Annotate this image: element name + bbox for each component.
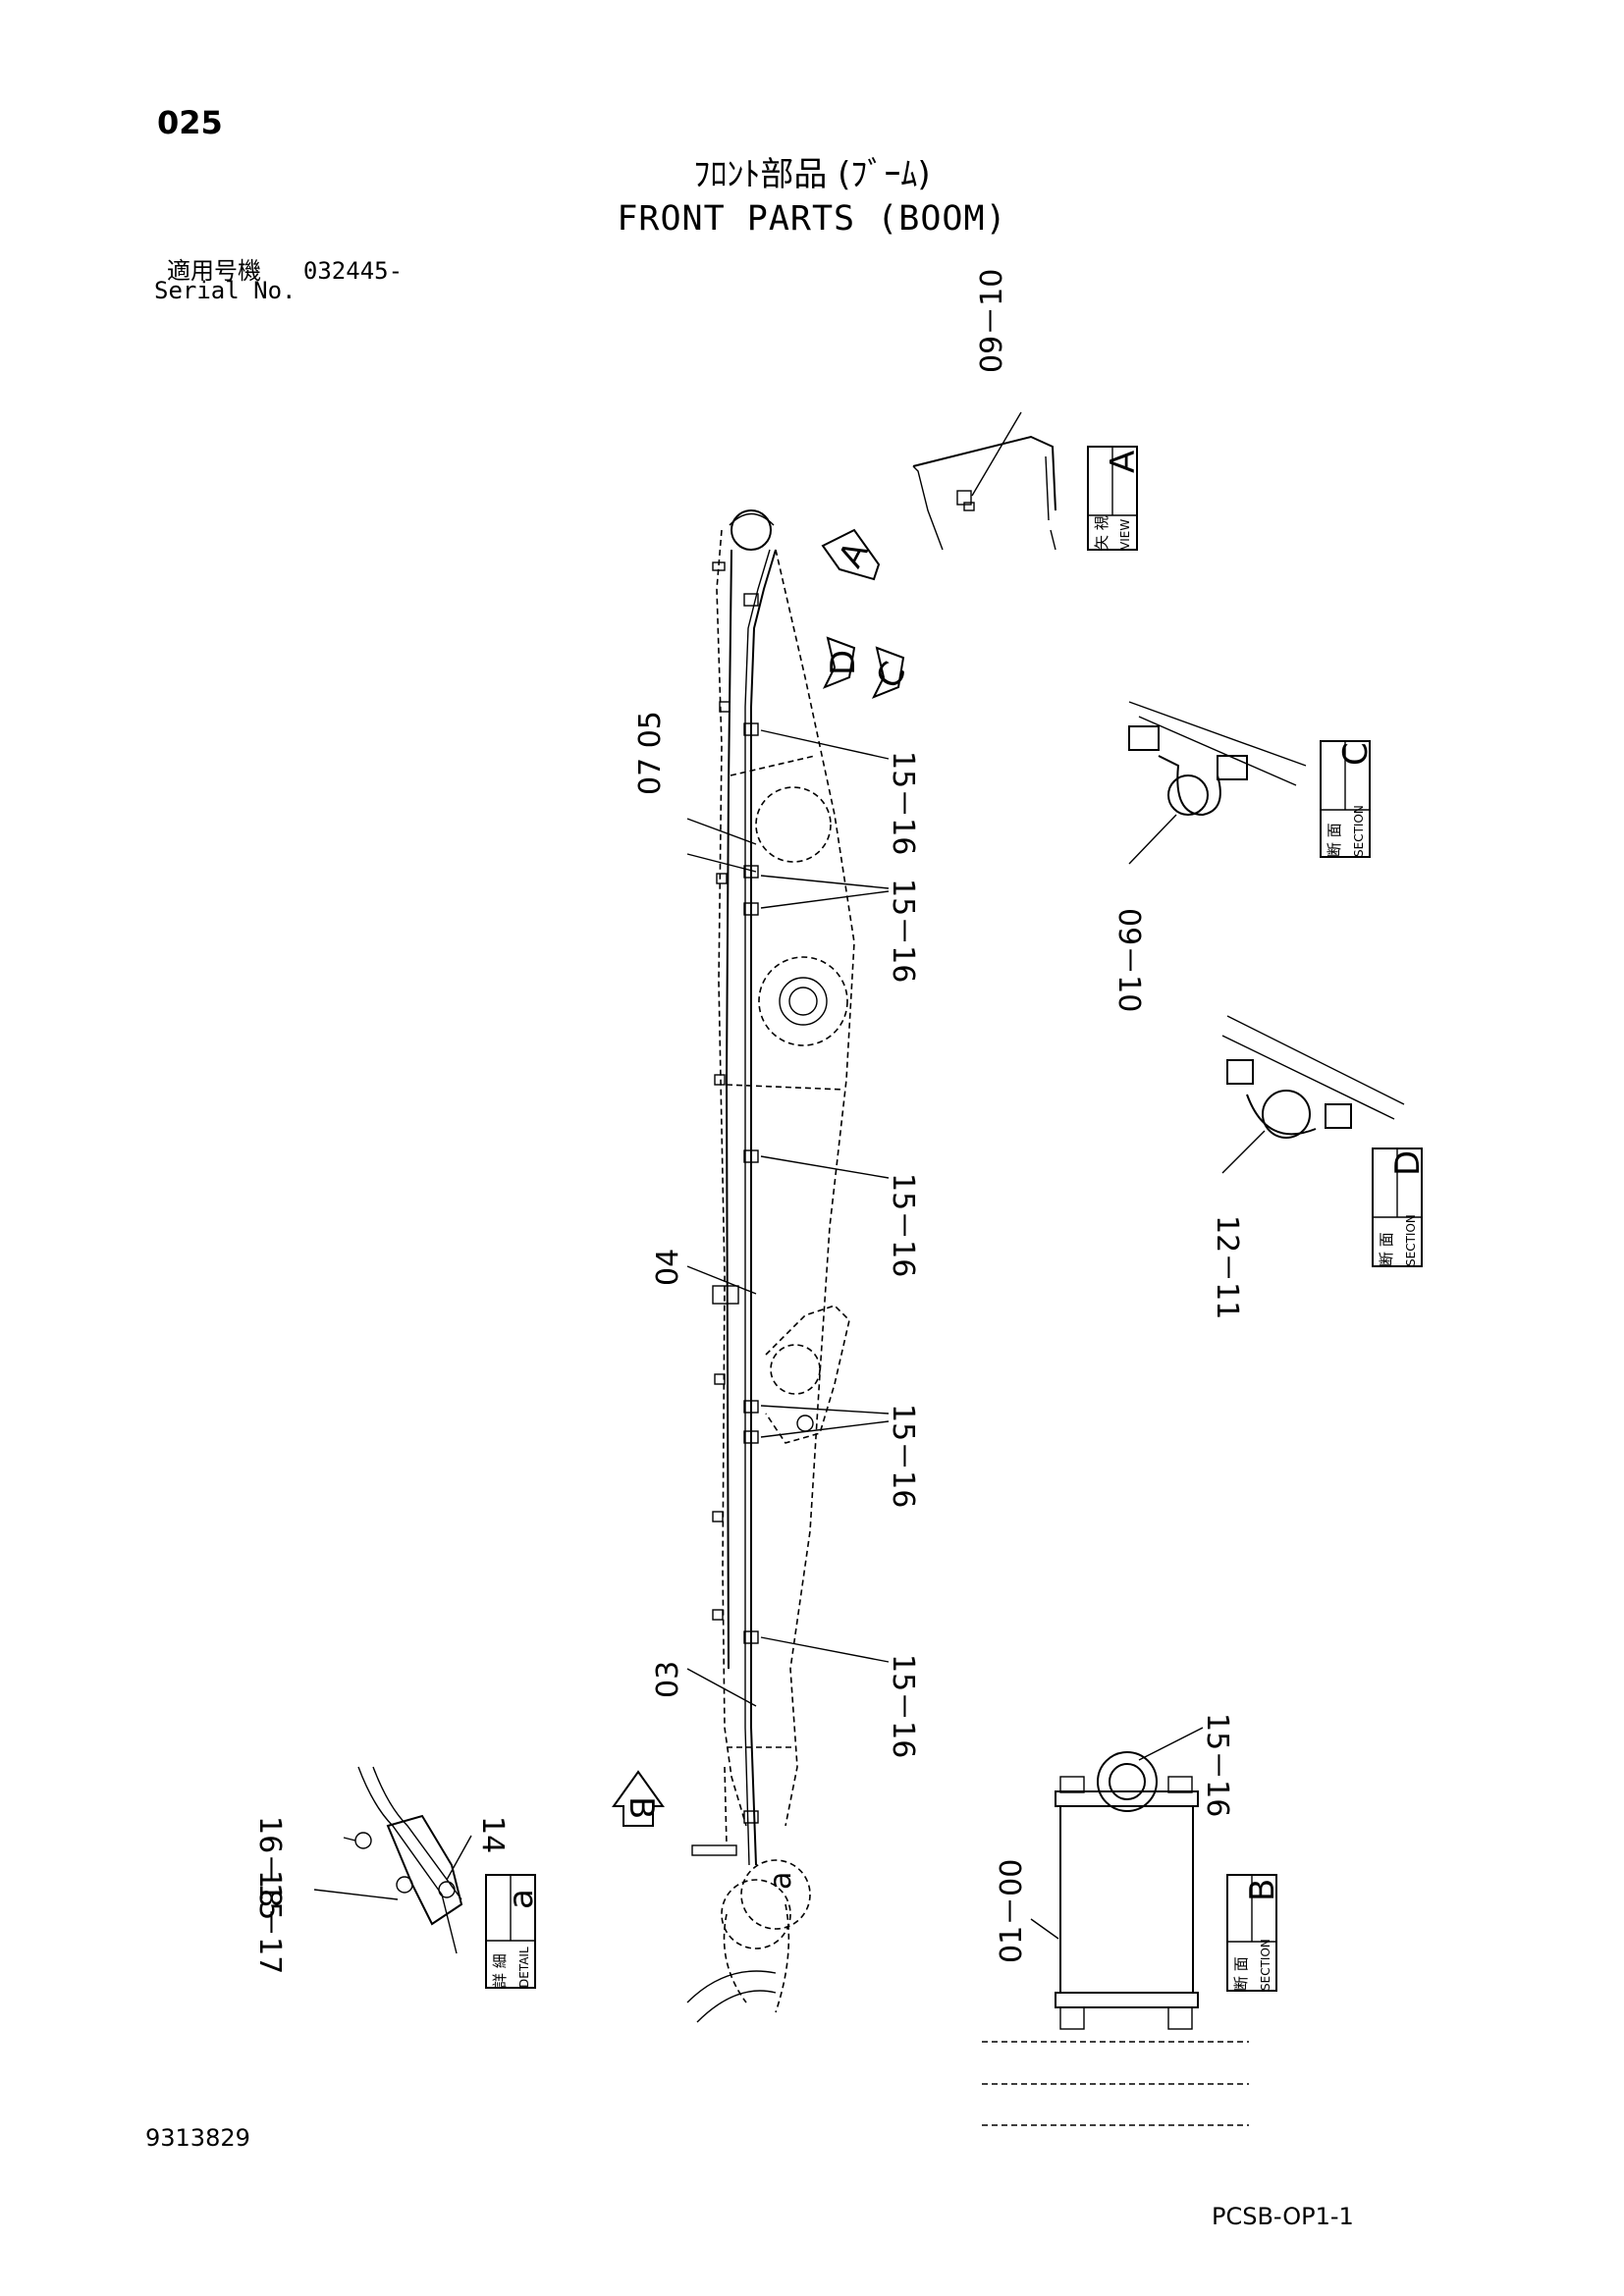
boom-pipe [750,549,777,1866]
callout-15-16-fifth: 15－16 [886,1654,920,1758]
svg-text:DETAIL: DETAIL [517,1947,531,1988]
view-arrow-c: C [869,646,915,699]
boom-assembly [686,509,855,2023]
svg-text:D: D [1388,1150,1428,1176]
svg-text:詳 細: 詳 細 [491,1953,509,1988]
page-number: 025 [157,104,223,141]
callout-03: 03 [651,1661,685,1698]
svg-text:D: D [824,650,863,675]
page-code: PCSB-OP1-1 [1212,2203,1354,2230]
callout-15-16-section-b: 15－16 [1200,1713,1234,1817]
callout-01-00: 01－00 [995,1859,1029,1963]
boom-upper-boss [755,786,832,863]
serial-label-japanese: 適用号機 [167,257,261,285]
svg-text:矢 視: 矢 視 [1093,515,1110,550]
callout-07-05: 07 05 [633,711,668,795]
title-japanese: ﾌﾛﾝﾄ部品 (ﾌﾞｰﾑ) [693,155,931,194]
svg-text:C: C [869,656,915,696]
callout-a: a [764,1872,798,1890]
svg-text:断 面: 断 面 [1326,823,1343,857]
serial-label-english: Serial No. [154,277,297,304]
section-c-detail [1128,701,1307,865]
svg-text:B: B [1243,1879,1282,1901]
callout-15-16-third: 15－16 [886,1173,920,1277]
detail-a-drawing [313,1766,472,1954]
boom-cylinder-boss [758,956,848,1046]
svg-text:a: a [502,1889,541,1909]
callout-14: 14 [475,1816,510,1853]
svg-text:VIEW: VIEW [1118,519,1132,550]
section-d-label-box: D 断 面 SECTION [1372,1148,1428,1267]
title-english: FRONT PARTS (BOOM) [617,199,1007,239]
callout-04: 04 [651,1249,685,1286]
svg-text:SECTION: SECTION [1404,1214,1418,1266]
detail-a-label-box: a 詳 細 DETAIL [485,1874,541,1989]
callout-09-10-view-a: 09－10 [975,269,1009,373]
svg-text:断 面: 断 面 [1378,1232,1395,1266]
boom-foot-pin [721,1879,791,1949]
section-b-label-box: B 断 面 SECTION [1226,1874,1282,1992]
boom-top-pin [731,509,772,551]
callout-15-16-second: 15－16 [886,879,920,983]
svg-text:B: B [622,1796,661,1819]
callout-15-16-fourth: 15－16 [886,1404,920,1508]
callout-16-15: 16－15 [252,1816,287,1920]
svg-text:SECTION: SECTION [1259,1939,1272,1991]
serial-line: 適用号機 032445- [167,251,403,286]
svg-text:SECTION: SECTION [1352,805,1366,857]
boom-outline-right [775,549,855,1827]
document-number: 9313829 [145,2124,250,2152]
svg-text:A: A [1104,451,1143,473]
view-arrow-d: D [822,636,863,689]
view-arrow-b: B [612,1770,665,1827]
callout-09-10-section-c: 09－10 [1111,908,1146,1012]
view-arrow-a: A [821,528,881,581]
leader-lines [686,729,890,1707]
view-a-detail [912,411,1056,551]
section-c-label-box: C 断 面 SECTION [1320,740,1376,858]
section-b-detail [982,1727,1249,2126]
serial-value: 032445- [302,257,404,285]
view-a-label-box: A 矢 視 VIEW [1087,446,1143,551]
callout-12-11: 12－11 [1210,1215,1244,1319]
section-d-detail [1221,1015,1405,1174]
svg-text:断 面: 断 面 [1232,1956,1250,1991]
boom-outline-left [716,529,747,1827]
callout-15-16-top: 15－16 [886,751,920,855]
callout-18-17: 18－17 [252,1870,287,1974]
svg-text:C: C [1336,742,1376,766]
